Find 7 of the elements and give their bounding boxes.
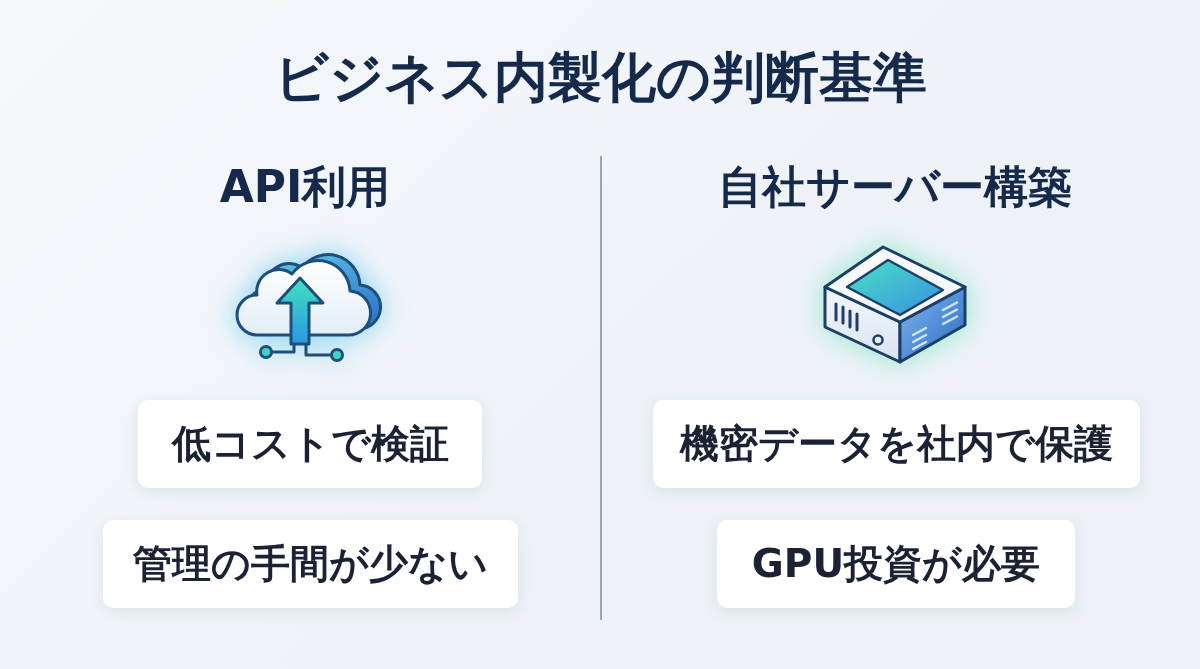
text-card: 機密データを社内で保護 [653, 400, 1140, 488]
text-card: 管理の手間が少ない [103, 520, 518, 608]
text-card: GPU投資が必要 [717, 520, 1075, 608]
text-card: 低コストで検証 [138, 400, 482, 488]
title: ビジネス内製化の判断基準 [273, 45, 927, 111]
column-heading: 自社サーバー構築 [718, 160, 1072, 214]
column-heading: API利用 [219, 160, 391, 214]
